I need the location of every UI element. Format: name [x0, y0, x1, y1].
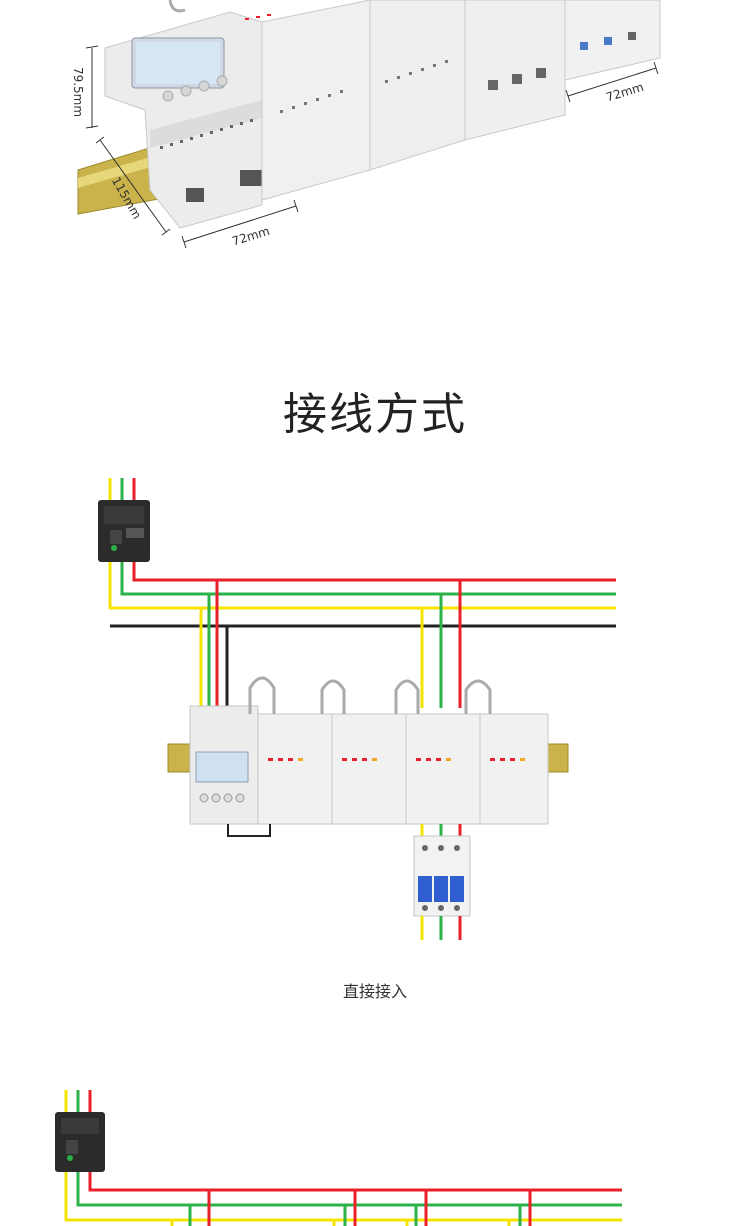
top-width-dimension — [565, 61, 659, 103]
miniature-breaker-icon — [413, 835, 471, 917]
rj45-port-icon — [240, 170, 262, 186]
height-dimension — [85, 45, 99, 129]
molded-case-breaker-icon — [98, 500, 150, 562]
section-title: 接线方式 — [283, 389, 467, 440]
depth-dimension — [95, 136, 171, 236]
front-width-dimension — [181, 199, 299, 249]
product-dimension-drawing: 79.5mm 115mm 72mm 72mm — [71, 0, 661, 249]
din-rail — [167, 743, 569, 773]
button-icon — [180, 85, 192, 97]
front-width-label: 72mm — [230, 224, 271, 249]
molded-case-breaker-icon — [55, 1112, 105, 1172]
rj45-port-icon — [186, 188, 204, 202]
button-icon — [216, 75, 228, 87]
button-icon — [162, 90, 174, 102]
wiring-caption: 直接接入 — [342, 982, 407, 1001]
top-width-label: 72mm — [604, 80, 645, 105]
button-icon — [198, 80, 210, 92]
extension-modules — [245, 0, 661, 201]
height-label: 79.5mm — [71, 67, 85, 117]
din-rail-meter-icon — [189, 676, 549, 837]
main-meter-module — [104, 0, 263, 229]
